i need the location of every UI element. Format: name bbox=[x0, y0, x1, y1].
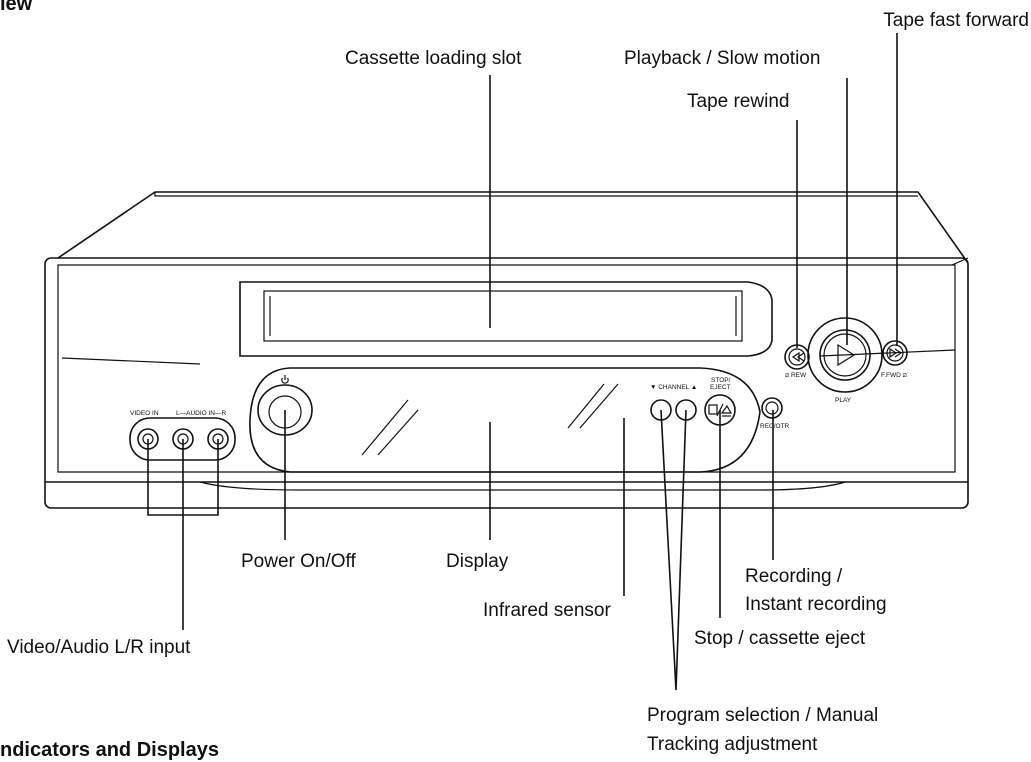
play-triangle-icon bbox=[837, 343, 856, 367]
play-button[interactable] bbox=[819, 329, 871, 381]
cassette-loading-slot[interactable] bbox=[239, 281, 773, 357]
label-tape-fast-forward: Tape fast forward bbox=[883, 10, 1029, 31]
channel-label: ▼ CHANNEL ▲ bbox=[650, 384, 697, 391]
fast-forward-icon bbox=[889, 347, 903, 359]
rec-otr-label: REC/OTR bbox=[760, 423, 790, 430]
leader-program-selection bbox=[660, 409, 687, 691]
label-recording-line2: Instant recording bbox=[745, 594, 887, 615]
rewind-icon bbox=[791, 351, 805, 363]
label-stop-cassette-eject: Stop / cassette eject bbox=[694, 628, 866, 649]
label-recording-line1: Recording / bbox=[745, 566, 843, 587]
leader-lines bbox=[147, 33, 898, 691]
label-playback-slow-motion: Playback / Slow motion bbox=[624, 48, 820, 69]
video-in-label: VIDEO IN bbox=[130, 410, 159, 417]
label-infrared-sensor: Infrared sensor bbox=[483, 600, 611, 621]
leader-av-input bbox=[147, 439, 219, 630]
label-tape-rewind: Tape rewind bbox=[687, 91, 789, 112]
stop-eject-label-1: STOP/ bbox=[711, 377, 731, 384]
ffwd-label: F.FWD ⧄ bbox=[881, 372, 907, 379]
section-header-bottom: ndicators and Displays bbox=[0, 739, 219, 761]
play-label: PLAY bbox=[835, 397, 852, 404]
label-video-audio-input: Video/Audio L/R input bbox=[7, 637, 191, 658]
transport-cluster bbox=[807, 317, 883, 393]
label-program-selection-line2: Tracking adjustment bbox=[647, 734, 818, 755]
label-program-selection-line1: Program selection / Manual bbox=[647, 705, 878, 726]
label-display: Display bbox=[446, 551, 509, 572]
label-power-on-off: Power On/Off bbox=[241, 551, 356, 572]
fast-forward-button[interactable] bbox=[882, 340, 908, 366]
vcr-front-face bbox=[44, 257, 969, 509]
audio-in-label: L—AUDIO IN—R bbox=[176, 410, 227, 417]
power-icon bbox=[281, 375, 289, 384]
label-cassette-loading-slot: Cassette loading slot bbox=[345, 48, 522, 69]
record-button[interactable] bbox=[761, 397, 783, 419]
section-header-top: iew bbox=[0, 0, 33, 15]
rew-label: ⧄ REW bbox=[785, 372, 807, 379]
vcr-top-lid bbox=[57, 191, 969, 264]
vcr-body bbox=[44, 191, 969, 509]
display-panel bbox=[249, 367, 761, 473]
stop-eject-icon bbox=[708, 403, 733, 417]
stop-eject-label-2: EJECT bbox=[710, 384, 731, 391]
